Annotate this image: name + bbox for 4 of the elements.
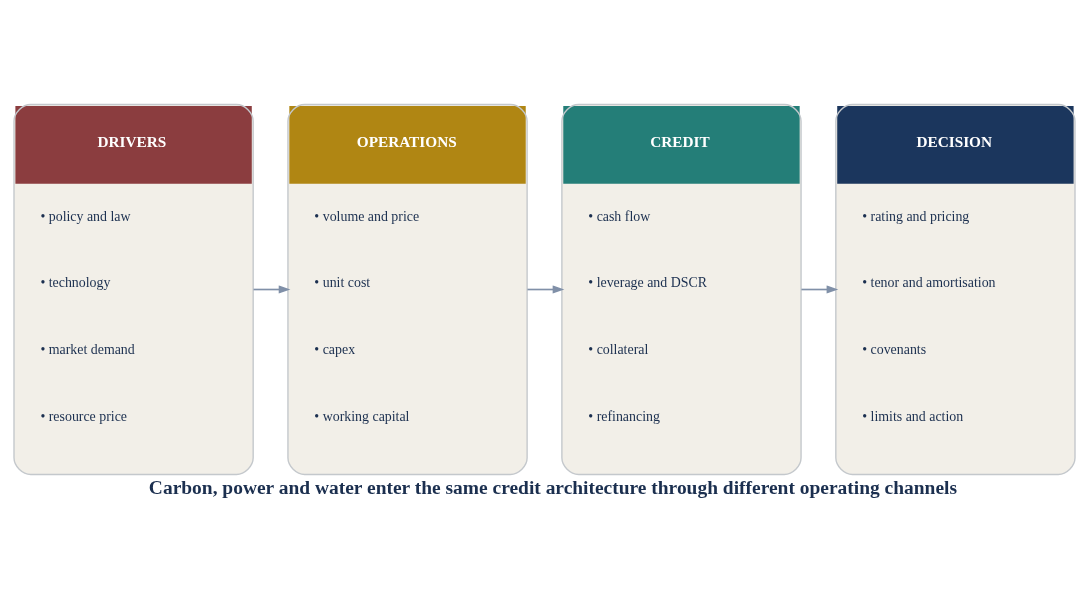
- arrow: [526, 284, 565, 294]
- arrow: [800, 284, 839, 294]
- caption: Carbon, power and water enter the same credit architecture through different operating channels: [148, 476, 958, 498]
- arrow: [252, 284, 291, 294]
